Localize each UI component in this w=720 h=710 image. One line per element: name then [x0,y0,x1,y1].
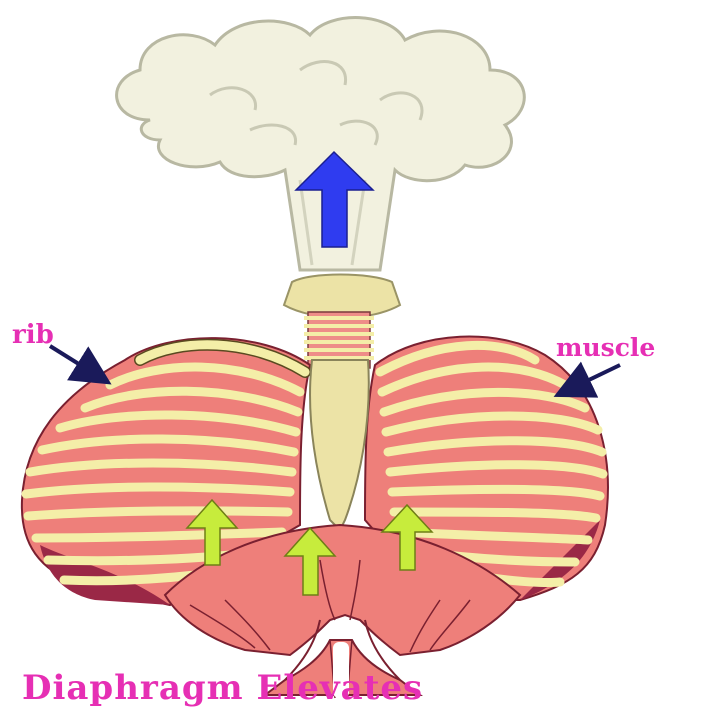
rib-pointer-arrow-icon [50,346,98,376]
diagram-caption: Diaphragm Elevates [22,668,423,708]
muscle-pointer-arrow-icon [568,365,620,390]
sternum [310,360,369,530]
exhale-cloud-icon [117,18,525,270]
trachea [284,275,400,369]
muscle-label: muscle [556,333,655,362]
rib-label: rib [12,320,54,350]
